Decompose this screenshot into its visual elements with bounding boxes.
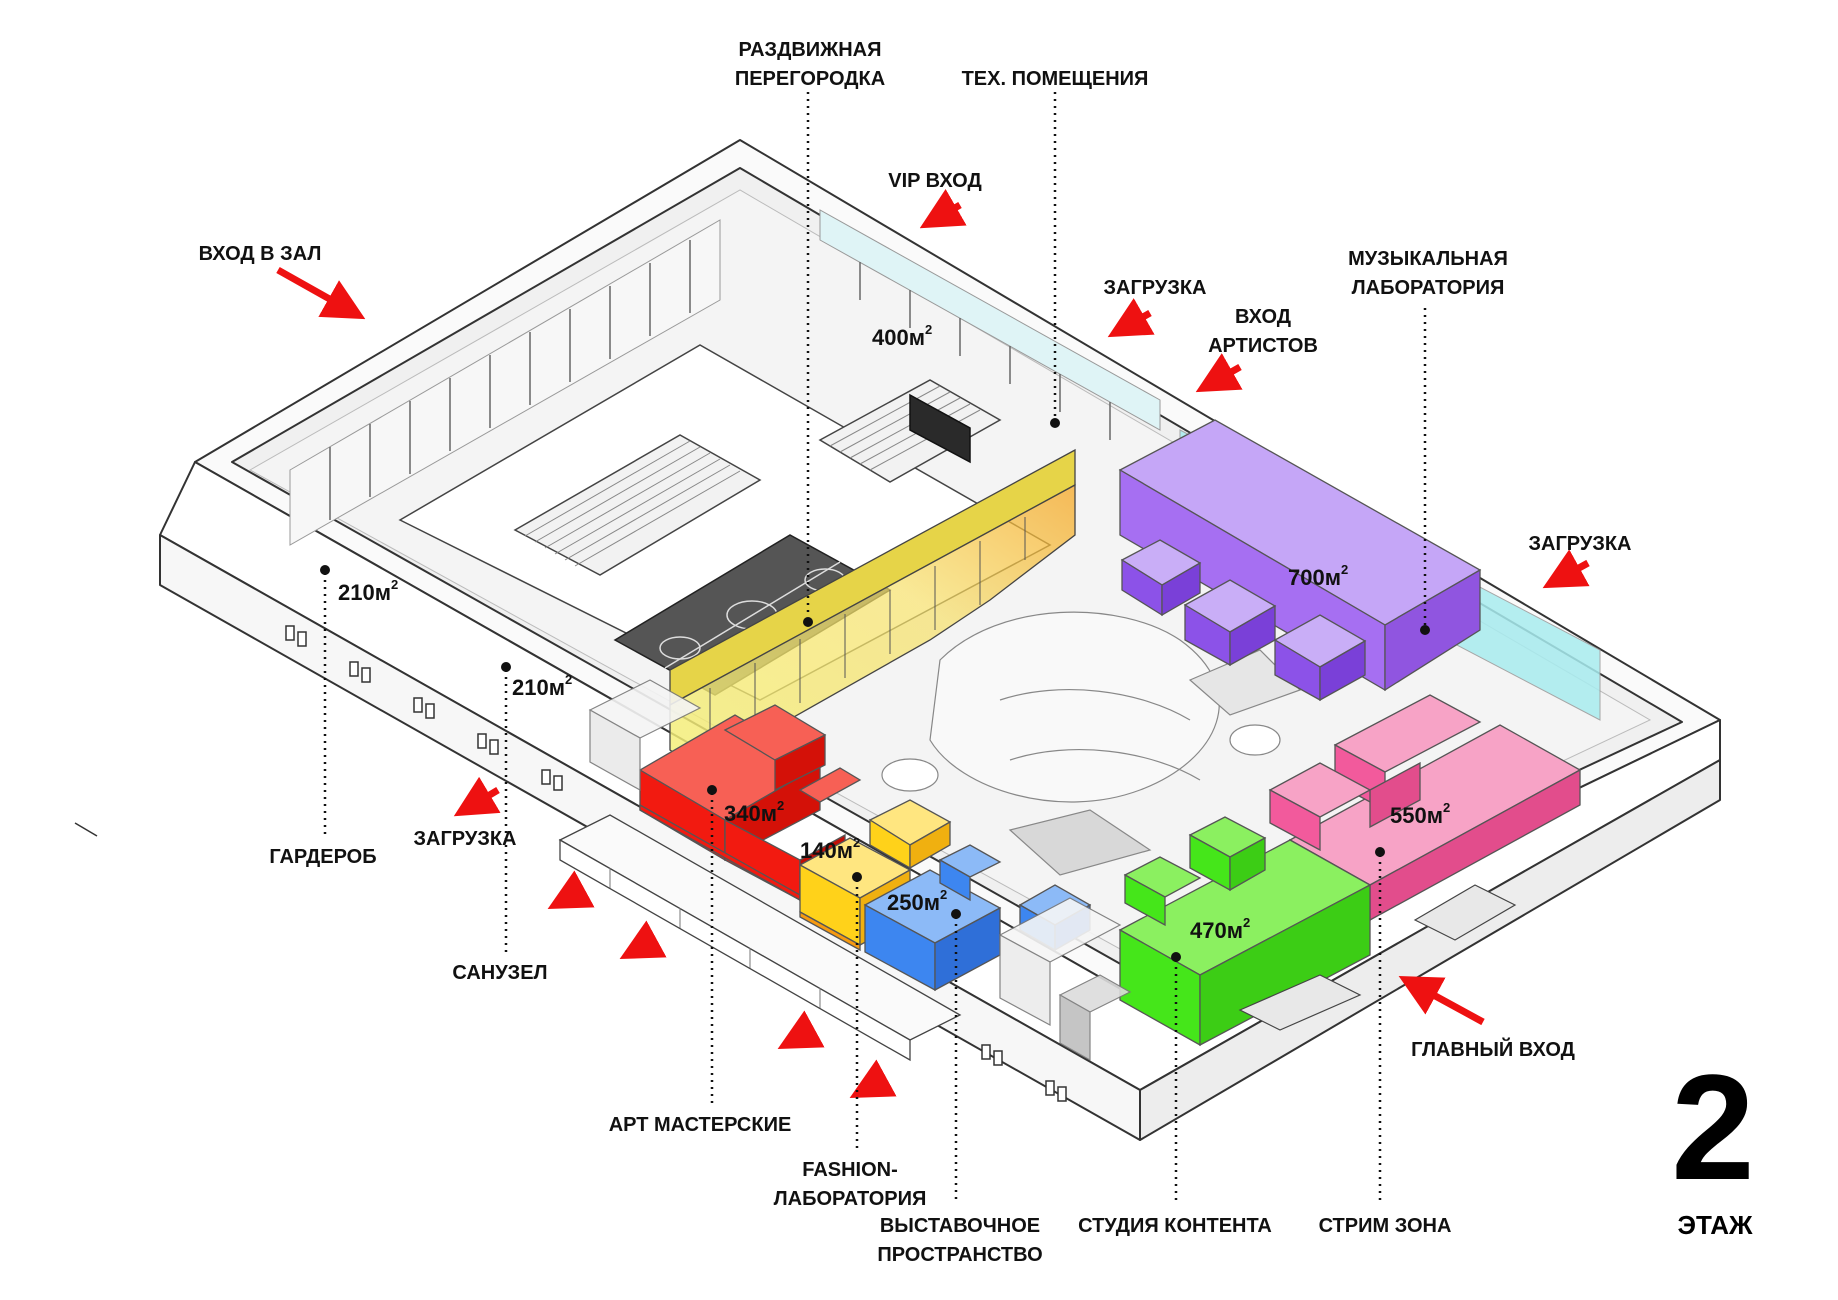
content-studio-blocks <box>1118 816 1372 1047</box>
glass-volumes <box>588 679 1132 1062</box>
area-art: 340м2 <box>724 798 785 826</box>
leader-lines <box>323 92 1427 1200</box>
arrow-annex-2 <box>619 920 667 960</box>
area-stream: 550м2 <box>1390 800 1451 828</box>
area-exhibition: 250м2 <box>887 887 948 915</box>
floor-caption: ЭТАЖ <box>1677 1210 1753 1240</box>
stairs <box>1238 884 1517 1031</box>
arrow-loading-right <box>1542 549 1590 589</box>
front-annex <box>558 814 962 1062</box>
floor-number: 2 <box>1671 1043 1755 1211</box>
label-content-studio: СТУДИЯ КОНТЕНТА <box>1078 1215 1272 1237</box>
sliding-partition <box>669 448 1076 771</box>
arrow-loading-top <box>1107 298 1155 338</box>
label-vip-entrance: VIP ВХОД <box>888 170 982 192</box>
central-lounge <box>881 611 1302 876</box>
label-restroom: САНУЗЕЛ <box>452 962 548 984</box>
music-lab-blocks <box>1118 419 1482 702</box>
arrow-artists-entrance <box>1195 353 1243 393</box>
label-hall-entrance: ВХОД В ЗАЛ <box>198 243 322 265</box>
label-music-lab: МУЗЫКАЛЬНАЯ ЛАБОРАТОРИЯ <box>1348 248 1508 299</box>
arrow-hall-entrance <box>276 266 366 320</box>
label-cloakroom: ГАРДЕРОБ <box>269 846 377 868</box>
arrow-annex-3 <box>777 1010 825 1050</box>
base-windows <box>285 625 1067 1102</box>
leader-dots <box>320 418 1430 962</box>
label-artists-entrance: ВХОД АРТИСТОВ <box>1208 306 1318 357</box>
label-loading-top: ЗАГРУЗКА <box>1103 277 1207 299</box>
area-content: 470м2 <box>1190 915 1251 943</box>
area-restroom: 210м2 <box>512 672 573 700</box>
label-art-workshops: АРТ МАСТЕРСКИЕ <box>608 1114 792 1136</box>
arrow-vip-entrance <box>919 189 967 229</box>
mullions <box>329 240 1111 520</box>
area-cloakroom: 210м2 <box>338 577 399 605</box>
label-loading-left: ЗАГРУЗКА <box>413 828 517 850</box>
arrow-main-entrance <box>1398 975 1485 1026</box>
label-tech-rooms: ТЕХ. ПОМЕЩЕНИЯ <box>961 68 1149 90</box>
label-sliding-partition: РАЗДВИЖНАЯ ПЕРЕГОРОДКА <box>734 39 886 90</box>
art-workshop-blocks <box>638 704 862 902</box>
arrow-annex-1 <box>547 870 595 910</box>
entrance-arrows <box>276 189 1590 1099</box>
edge-mark <box>74 822 98 837</box>
arrow-loading-left <box>453 776 501 817</box>
arrow-annex-4 <box>849 1059 897 1099</box>
area-hall: 400м2 <box>872 322 933 350</box>
label-exhibition: ВЫСТАВОЧНОЕ ПРОСТРАНСТВО <box>877 1215 1043 1266</box>
label-fashion-lab: FASHION- ЛАБОРАТОРИЯ <box>773 1159 927 1210</box>
label-stream-zone: СТРИМ ЗОНА <box>1318 1215 1452 1237</box>
label-loading-right: ЗАГРУЗКА <box>1528 533 1632 555</box>
area-music-lab: 700м2 <box>1288 562 1349 590</box>
area-fashion: 140м2 <box>800 835 861 863</box>
label-main-entrance: ГЛАВНЫЙ ВХОД <box>1411 1039 1575 1061</box>
